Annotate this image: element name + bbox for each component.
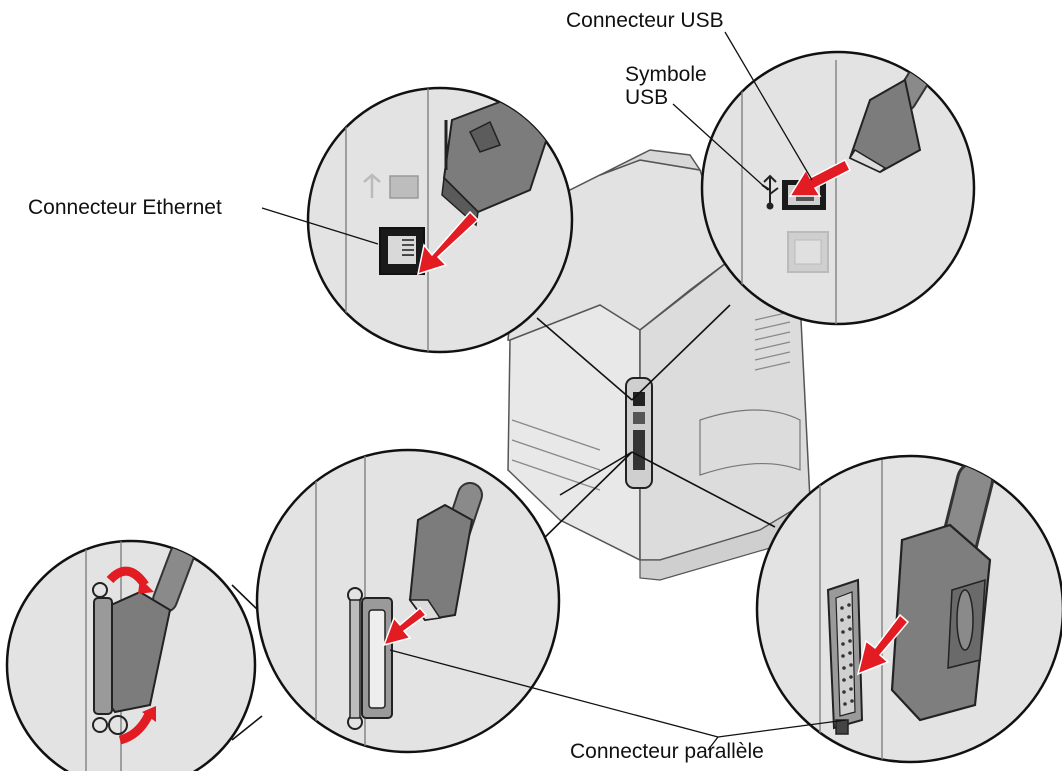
- usb-symbol-label: Symbole USB: [625, 63, 707, 109]
- usb-symbol-icon: [363, 173, 381, 198]
- callout-parallel-closeup: [755, 454, 1062, 764]
- ethernet-port-icon: [379, 227, 425, 275]
- callout-parallel: [255, 448, 561, 754]
- usb-connector-label: Connecteur USB: [566, 9, 724, 32]
- callout-usb: [700, 50, 976, 326]
- parallel-port-icon: [347, 587, 393, 730]
- callout-lines: [231, 304, 776, 741]
- ethernet-connector-label: Connecteur Ethernet: [28, 196, 222, 219]
- usb-symbol-label-line2: USB: [625, 86, 669, 109]
- db25-port-icon: [826, 578, 864, 735]
- usb-symbol-icon: [761, 174, 779, 210]
- callout-ethernet: [306, 86, 574, 354]
- usb-symbol-label-line1: Symbole: [625, 63, 707, 86]
- leader-lines: [261, 31, 847, 751]
- parallel-connector-label: Connecteur parallèle: [570, 740, 764, 763]
- callout-clip-detail: [5, 539, 257, 776]
